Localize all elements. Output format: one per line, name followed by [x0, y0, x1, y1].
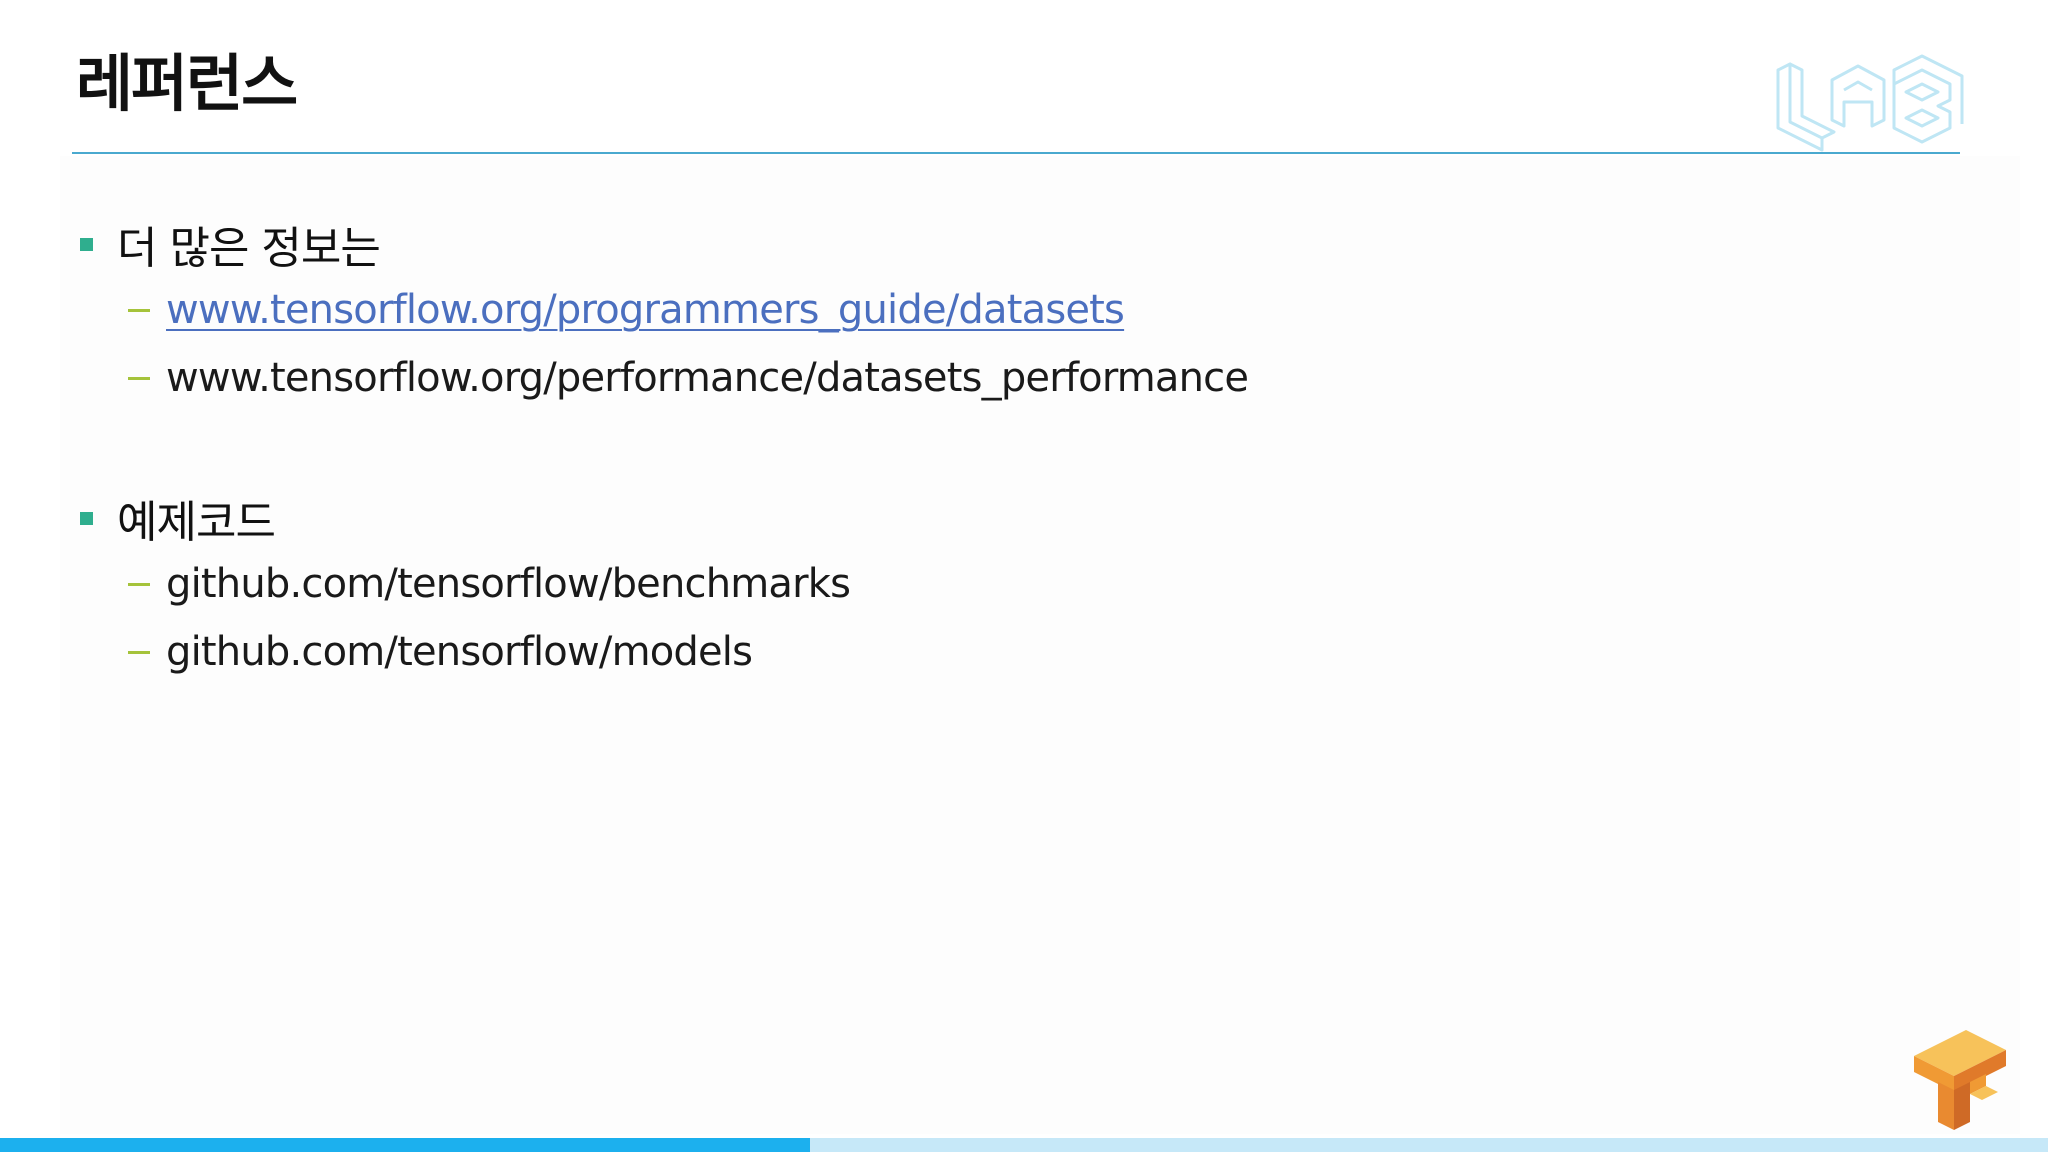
square-bullet-icon — [80, 237, 93, 251]
sub-item: github.com/tensorflow/models — [128, 618, 850, 686]
square-bullet-icon — [80, 511, 93, 525]
footer-bar-track — [810, 1138, 2048, 1152]
datasets-guide-link[interactable]: www.tensorflow.org/programmers_guide/dat… — [166, 287, 1125, 333]
bullet-item: 더 많은 정보는 — [80, 212, 1248, 276]
content-background — [60, 156, 2020, 1134]
lab-logo — [1776, 54, 1964, 152]
sub-item[interactable]: www.tensorflow.org/programmers_guide/dat… — [128, 276, 1248, 344]
title-divider — [72, 152, 1960, 154]
section-more-info: 더 많은 정보는 www.tensorflow.org/programmers_… — [80, 212, 1249, 412]
sub-item-text: github.com/tensorflow/models — [166, 629, 753, 675]
tensorflow-logo — [1914, 1030, 2006, 1130]
dash-bullet-icon — [128, 376, 150, 380]
bullet-item: 예제코드 — [80, 486, 850, 550]
bullet-heading: 예제코드 — [117, 497, 276, 548]
footer-progress-bar — [0, 1138, 810, 1152]
dash-bullet-icon — [128, 308, 150, 312]
dash-bullet-icon — [128, 650, 150, 654]
sub-item: github.com/tensorflow/benchmarks — [128, 550, 851, 618]
slide-title: 레퍼런스 — [76, 47, 298, 120]
section-example-code: 예제코드 github.com/tensorflow/benchmarks gi… — [80, 486, 851, 686]
bullet-heading: 더 많은 정보는 — [117, 223, 381, 274]
sub-item-text: github.com/tensorflow/benchmarks — [166, 561, 851, 607]
dash-bullet-icon — [128, 582, 150, 586]
sub-item-text: www.tensorflow.org/performance/datasets_… — [166, 355, 1249, 401]
sub-item: www.tensorflow.org/performance/datasets_… — [128, 344, 1249, 412]
